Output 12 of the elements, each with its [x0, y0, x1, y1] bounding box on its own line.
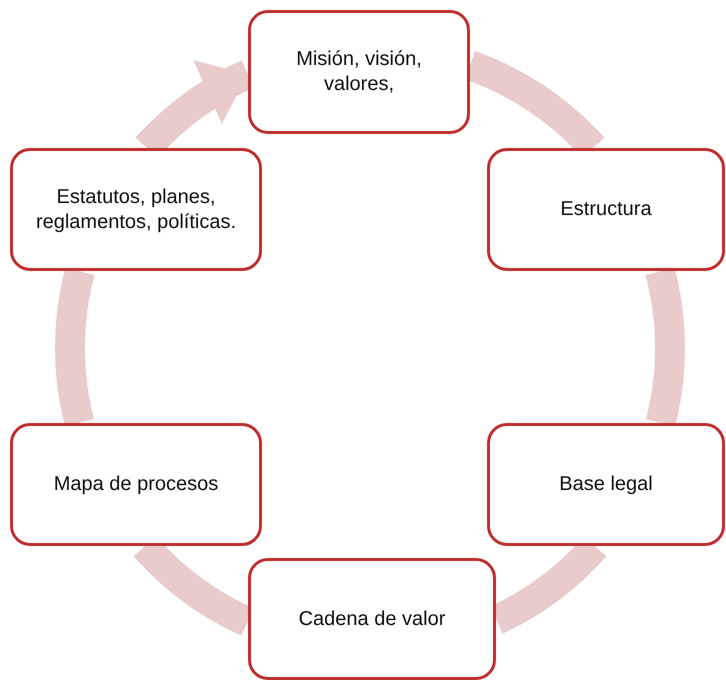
process-box — [487, 423, 725, 546]
process-box — [248, 558, 496, 680]
box-label: Estatutos, planes, reglamentos, políticas. — [34, 184, 238, 234]
process-box — [10, 148, 262, 271]
process-box — [10, 423, 262, 546]
process-box — [248, 10, 470, 134]
box-label: Estructura — [560, 197, 652, 222]
box-label: Cadena de valor — [298, 606, 446, 632]
box-label: Base legal — [559, 472, 653, 497]
process-box — [487, 148, 725, 271]
box-label: Misión, visión, valores, — [295, 47, 423, 97]
box-label: Mapa de procesos — [54, 472, 218, 497]
